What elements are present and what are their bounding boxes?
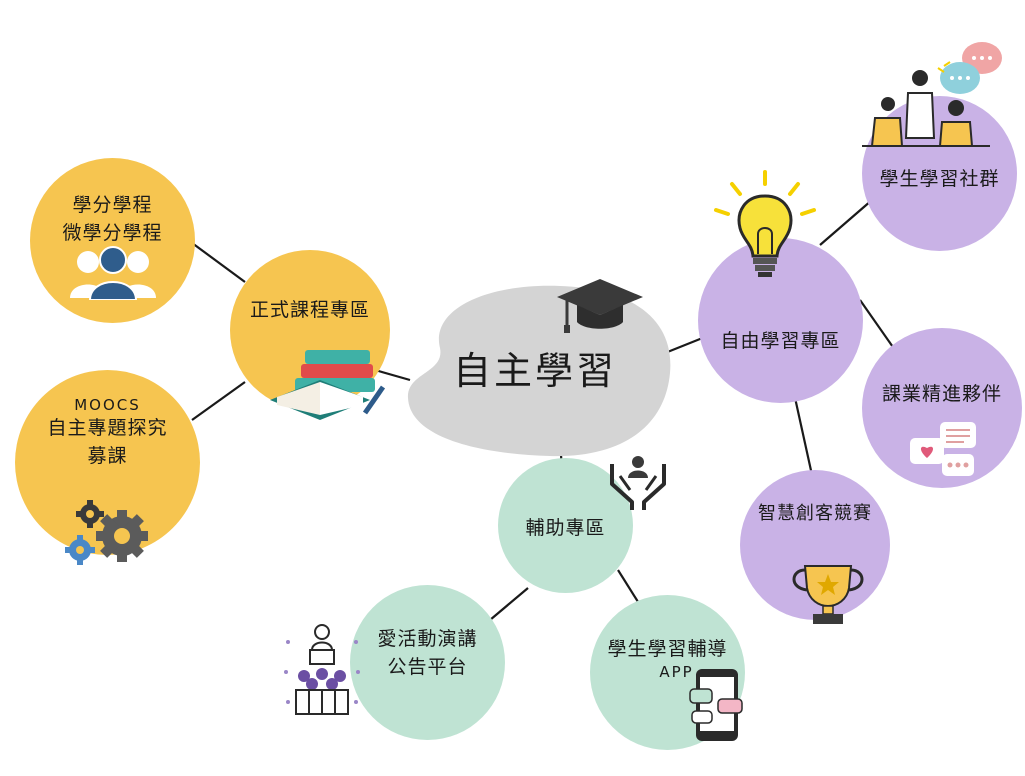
chat-bubbles-icon: [910, 422, 976, 476]
branch-formal-label: 正式課程專區: [249, 299, 370, 321]
graduation-cap-icon: [557, 279, 643, 333]
maker-label: 智慧創客競賽: [758, 503, 872, 524]
leaf-events-platform[interactable]: 愛活動演講 公告平台: [350, 585, 505, 740]
events-line2: 公告平台: [387, 655, 468, 678]
gears-icon: [65, 500, 148, 565]
events-line1: 愛活動演講: [377, 627, 478, 650]
speaker-audience-icon: [284, 624, 360, 715]
peer-label: 課業精進夥伴: [881, 383, 1002, 405]
branch-free-label: 自由學習專區: [720, 329, 841, 352]
branch-support-label: 輔助專區: [525, 516, 606, 539]
books-icon: [270, 350, 385, 420]
people-group-icon: [70, 246, 156, 300]
smartphone-chat-icon: [689, 669, 743, 741]
community-label: 學生學習社群: [879, 167, 1000, 190]
tutoring-line2: APP: [659, 662, 694, 681]
moocs-line1: MOOCS: [74, 395, 141, 414]
lightbulb-icon: [714, 170, 816, 277]
moocs-line3: 募課: [87, 444, 128, 467]
hands-support-icon: [610, 456, 666, 510]
students-chatting-icon: [862, 42, 1002, 147]
credit-programs-line2: 微學分學程: [62, 221, 163, 244]
center-label: 自主學習: [452, 349, 617, 393]
moocs-line2: 自主專題探究: [47, 416, 168, 439]
credit-programs-line1: 學分學程: [72, 193, 153, 216]
trophy-icon: [792, 565, 864, 624]
branch-free-learning[interactable]: 自由學習專區: [698, 238, 863, 403]
tutoring-line1: 學生學習輔導: [607, 637, 728, 660]
